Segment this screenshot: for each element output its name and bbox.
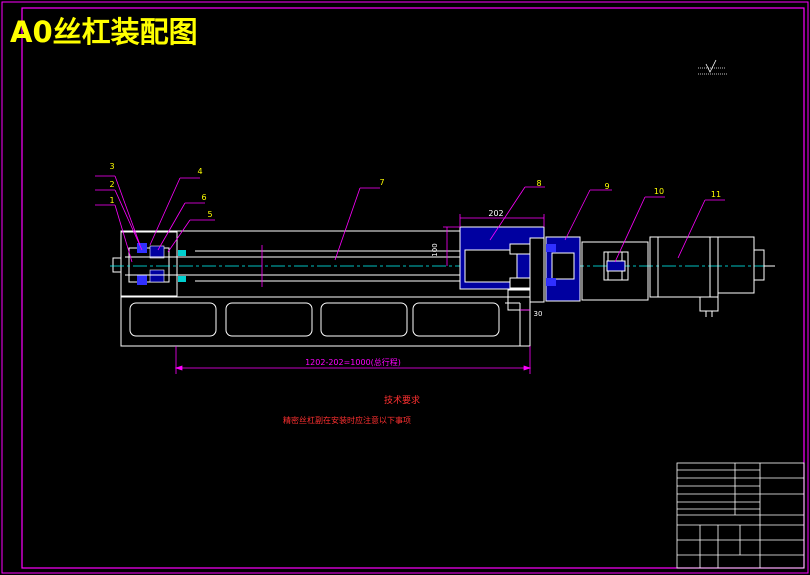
balloon-2: 2 — [109, 180, 114, 189]
roughness-symbol — [698, 59, 728, 75]
nut-width-dimension: 202 — [488, 209, 503, 218]
balloon-5: 5 — [207, 210, 212, 219]
inner-border — [21, 7, 805, 569]
balloon-11: 11 — [711, 190, 721, 199]
tech-requirements-lead: 精密丝杠副在安装时应注意以下事项 — [283, 416, 411, 425]
offset-dimension: 30 — [534, 310, 543, 318]
stroke-dimension: 1202-202=1000(总行程) — [305, 357, 401, 367]
right-bearing-support — [545, 236, 581, 302]
balloon-10: 10 — [654, 187, 664, 196]
title-block — [676, 462, 805, 569]
balloon-9: 9 — [604, 182, 609, 191]
drawing-title: A0丝杠装配图 — [10, 15, 198, 49]
left-bearings — [137, 243, 186, 285]
balloon-7: 7 — [379, 178, 384, 187]
balloon-3: 3 — [109, 162, 114, 171]
nut-height-dimension: 100 — [431, 243, 439, 256]
dimension-lines — [174, 214, 545, 374]
coupling-housing — [581, 241, 649, 301]
left-bearing-block — [112, 231, 178, 297]
ball-nut-carriage — [459, 226, 545, 311]
balloon-4: 4 — [197, 167, 202, 176]
balloon-8: 8 — [536, 179, 541, 188]
balloon-6: 6 — [201, 193, 206, 202]
tech-requirements-heading: 技术要求 — [384, 396, 421, 406]
servo-motor — [649, 236, 775, 317]
leader-lines — [95, 175, 725, 263]
balloon-1: 1 — [109, 196, 114, 205]
